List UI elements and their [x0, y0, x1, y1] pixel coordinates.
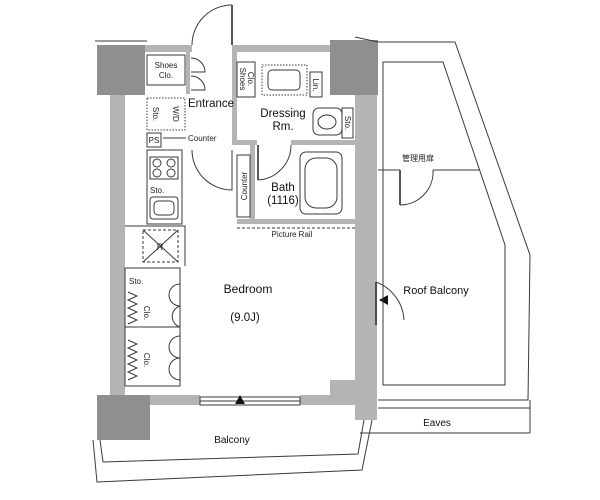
bedroom-label: Bedroom: [224, 282, 273, 296]
wall-dressing-bath-a: [237, 140, 257, 145]
closet-door-swing-2: [171, 305, 181, 328]
shoes-closet-door-swing-2: [190, 75, 206, 91]
wall-top-a: [145, 45, 192, 52]
sink-basin: [153, 200, 175, 216]
wall-dressing-bath-b: [291, 140, 355, 145]
entrance-door-swing: [191, 4, 233, 46]
hall-door-swing: [191, 149, 233, 191]
shoes-closet-hall: [236, 61, 256, 98]
wall-bottom-a: [150, 395, 200, 405]
dressing-label-2: Rm.: [272, 121, 293, 133]
burner-1: [152, 158, 162, 168]
burner-3: [152, 168, 162, 178]
site-lines: [95, 36, 379, 43]
shoes-closet-entrance: [146, 54, 186, 86]
closet-lower-label: Clo.: [142, 353, 151, 367]
entrance-area: Entrance Shoes Clo. Shoes Clo. Sto. W/D …: [146, 4, 256, 191]
bath-label-1: Bath: [271, 182, 295, 194]
stove: [149, 156, 179, 180]
refrigerator: [142, 229, 179, 263]
balcony-outer: [92, 419, 373, 483]
roof-balcony: 管理用扉 Roof Balcony: [378, 41, 531, 401]
washing-machine: [267, 69, 301, 91]
columns: [97, 40, 378, 440]
bedroom: Picture Rail Bedroom (9.0J) Sto. Clo. Cl…: [124, 227, 405, 406]
wall-bath-bedroom: [237, 219, 355, 224]
kitchen-storage-label: Sto.: [150, 186, 164, 195]
closet-door-swing-3: [168, 335, 181, 359]
closet-hangers-lower: [126, 339, 139, 381]
wd-storage-label: Sto.: [151, 107, 160, 121]
balcony-entry-arrow: [235, 395, 245, 404]
balcony: Balcony: [92, 419, 373, 483]
walls: [110, 45, 377, 420]
management-door-swing: [399, 169, 434, 206]
pipe-space-label: PS: [149, 136, 160, 145]
roof-balcony-label: Roof Balcony: [403, 285, 469, 297]
dressing-door-swing: [257, 144, 292, 181]
balcony-label: Balcony: [214, 435, 250, 446]
shoes-closet-entrance-label-1: Shoes: [155, 61, 178, 70]
column-bottom-left: [97, 395, 150, 440]
wall-hall-bath: [250, 145, 255, 222]
dressing-storage-label: Sto.: [343, 116, 352, 130]
closet-storage-label: Sto.: [129, 277, 143, 286]
pipe-space: [146, 132, 162, 148]
closet-door-swing-4: [168, 357, 181, 381]
closet-hangers-upper: [126, 291, 139, 325]
bath-label-2: (1116): [267, 195, 299, 207]
entrance-label: Entrance: [188, 98, 234, 110]
column-top-left: [97, 45, 145, 95]
linen-cupboard: [309, 71, 323, 98]
burner-2: [166, 158, 176, 168]
kitchen-counter-label: Counter: [188, 134, 217, 143]
washbasin-bowl: [317, 114, 337, 130]
bathtub: [299, 151, 343, 215]
linen-label: Lin.: [311, 79, 320, 92]
hall-counter-label: Counter: [240, 171, 249, 200]
closet-upper-label: Clo.: [142, 306, 151, 320]
bath-area: Counter Bath (1116): [236, 151, 343, 218]
refrigerator-cross: [142, 229, 179, 263]
wall-top-b: [232, 45, 330, 52]
management-door-label: 管理用扉: [402, 153, 434, 163]
dressing-storage: [341, 107, 354, 139]
bedroom-size-label: (9.0J): [230, 312, 260, 324]
wall-right: [355, 95, 377, 420]
washer-dryer-storage: [146, 97, 186, 131]
wall-entrance-divider: [232, 52, 237, 145]
wall-entrance-left: [186, 52, 190, 94]
wall-bottom-notch: [330, 380, 355, 395]
wall-bottom-b: [300, 395, 355, 405]
washing-machine-space: [261, 64, 308, 96]
wall-left: [110, 95, 125, 395]
balcony-inner: [99, 419, 365, 463]
washer-dryer-label: W/D: [171, 106, 180, 122]
shoes-closet-entrance-label-2: Clo.: [159, 71, 173, 80]
kitchen-counter: [146, 149, 183, 225]
dressing-label-1: Dressing: [260, 108, 305, 120]
top-right-line: [354, 36, 379, 43]
refrigerator-label: R: [157, 242, 164, 252]
shoes-closet-hall-label-2: Clo.: [246, 72, 255, 86]
bathtub-inner: [304, 157, 338, 209]
shoes-closet-hall-label-1: Shoes: [238, 68, 247, 91]
hall-counter: [236, 154, 251, 218]
roof-balcony-outer: [378, 41, 531, 401]
eaves: Eaves: [360, 400, 531, 434]
shoes-closet-door-swing-1: [190, 57, 206, 73]
roof-door-swing: [375, 281, 405, 321]
eaves-label: Eaves: [423, 418, 451, 429]
dressing-room: Lin. Dressing Rm. Sto.: [257, 64, 354, 181]
column-top-right: [330, 40, 378, 95]
sink: [149, 196, 179, 220]
burner-4: [166, 168, 176, 178]
roof-balcony-inner: [382, 61, 506, 386]
picture-rail-label: Picture Rail: [272, 230, 313, 239]
kitchen-bedroom-line: [125, 225, 186, 266]
kitchen: Sto. R: [125, 149, 186, 266]
closet-door-swing-1: [168, 283, 181, 307]
